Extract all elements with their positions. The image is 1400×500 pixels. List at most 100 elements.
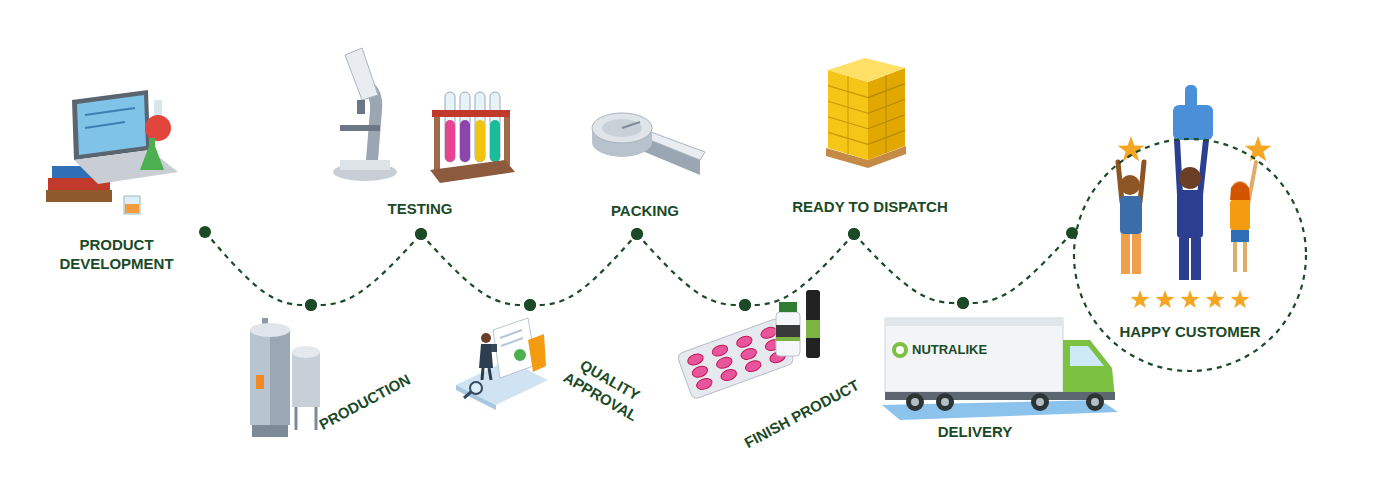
flow-dot [739,299,751,311]
process-step: TESTING [320,40,522,234]
test-tube-rack-icon [460,92,470,162]
flow-dot [199,226,211,238]
test-tube-rack-icon [432,110,510,117]
blister-pack-icon [695,376,713,391]
packing-machine-icon [622,122,640,128]
flow-connector [421,234,530,305]
rating-stars [1155,290,1174,308]
happy-people-icon [1191,238,1201,280]
happy-people-icon [1132,234,1141,274]
happy-people-icon [1120,196,1142,234]
flow-dot [415,228,427,240]
happy-people-icon [1245,136,1272,161]
process-step: DELIVERY [880,303,1072,445]
blister-pack-icon [715,355,733,370]
test-tube-rack-icon [490,120,500,162]
happy-people-icon [1231,181,1249,199]
bottle-icon [806,320,820,338]
truck-icon [1070,346,1104,366]
step-label: QUALITY APPROVAL [552,348,657,430]
truck-icon [936,393,954,411]
truck-icon [882,318,1118,420]
lab-desk-icon [125,204,139,213]
happy-people-icon [1120,175,1140,195]
test-tube-rack-icon [445,92,455,162]
blister-pack-icon [740,346,758,361]
lab-desk-icon [77,95,146,155]
test-tube-rack-icon [460,120,470,162]
flow-connector [963,233,1072,303]
truck-icon [885,318,1063,392]
truck-icon [1091,398,1099,406]
truck-icon [1063,340,1115,398]
happy-people-icon [1200,140,1206,195]
silo-icon [292,346,320,358]
silo-icon [256,375,264,389]
dashed-circle [1074,139,1306,371]
truck-icon [906,393,924,411]
flow-connector [637,234,745,305]
silo-icon [270,330,290,425]
microscope-icon [340,125,380,131]
flow-dot [524,299,536,311]
flow-dot [957,297,969,309]
lab-desk-icon [72,90,150,160]
microscope-icon [357,100,365,114]
happy-people-icon [1140,162,1144,202]
blister-pack-icon [720,368,738,383]
packing-machine-icon [592,113,705,175]
step-label: HAPPY CUSTOMER [1100,323,1280,342]
happy-people-icon [1179,238,1189,280]
pallet-boxes-icon [828,70,868,160]
truck-icon [941,398,949,406]
lab-desk-icon [140,138,164,170]
rating-stars [1130,290,1149,308]
test-tube-rack-icon [430,92,515,183]
step-label: PRODUCT DEVELOPMENT [30,236,203,274]
bottle-icon [776,325,800,341]
truck-icon [1031,393,1049,411]
step-label: PRODUCTION [303,364,427,442]
lab-desk-icon [145,115,171,141]
happy-people-icon [1177,140,1180,195]
customer-circle: HAPPY CUSTOMER [1072,137,1308,373]
flow-dot [524,299,536,311]
process-step: FINISH PRODUCT [670,305,880,455]
test-tube-rack-icon [504,110,510,165]
step-label: PACKING [560,202,730,221]
quality-check-icon [456,318,548,410]
step-label: READY TO DISPATCH [770,198,970,217]
quality-check-icon [528,334,546,372]
test-tube-rack-icon [430,160,515,183]
blister-pack-icon [735,334,753,349]
flow-dot [305,299,317,311]
pallet-boxes-icon [886,75,887,153]
truck-icon [885,318,1063,326]
pallet-boxes-icon [848,76,849,154]
packing-machine-icon [592,113,652,143]
happy-people-icon [1243,242,1247,272]
happy-people-icon [1230,182,1250,200]
blister-pack-icon [760,325,778,340]
happy-people-icon [1118,136,1145,161]
test-tube-rack-icon [475,120,485,162]
quality-check-icon [501,338,523,346]
silo-icon [250,330,290,425]
lab-desk-icon [124,196,140,214]
bottle-icon [779,302,797,312]
quality-check-icon [500,330,522,338]
pallet-boxes-icon [826,58,906,168]
process-step: QUALITY APPROVAL [460,305,660,430]
rating-stars [1230,290,1249,308]
process-step: READY TO DISPATCH [770,35,972,234]
truck-icon [892,342,908,358]
step-label: TESTING [320,200,520,219]
flow-dot [739,299,751,311]
process-step: PACKING [560,80,732,234]
flow-dot [957,297,969,309]
bottle-icon [776,312,800,356]
truck-icon [1036,398,1044,406]
flow-connector [205,232,311,305]
